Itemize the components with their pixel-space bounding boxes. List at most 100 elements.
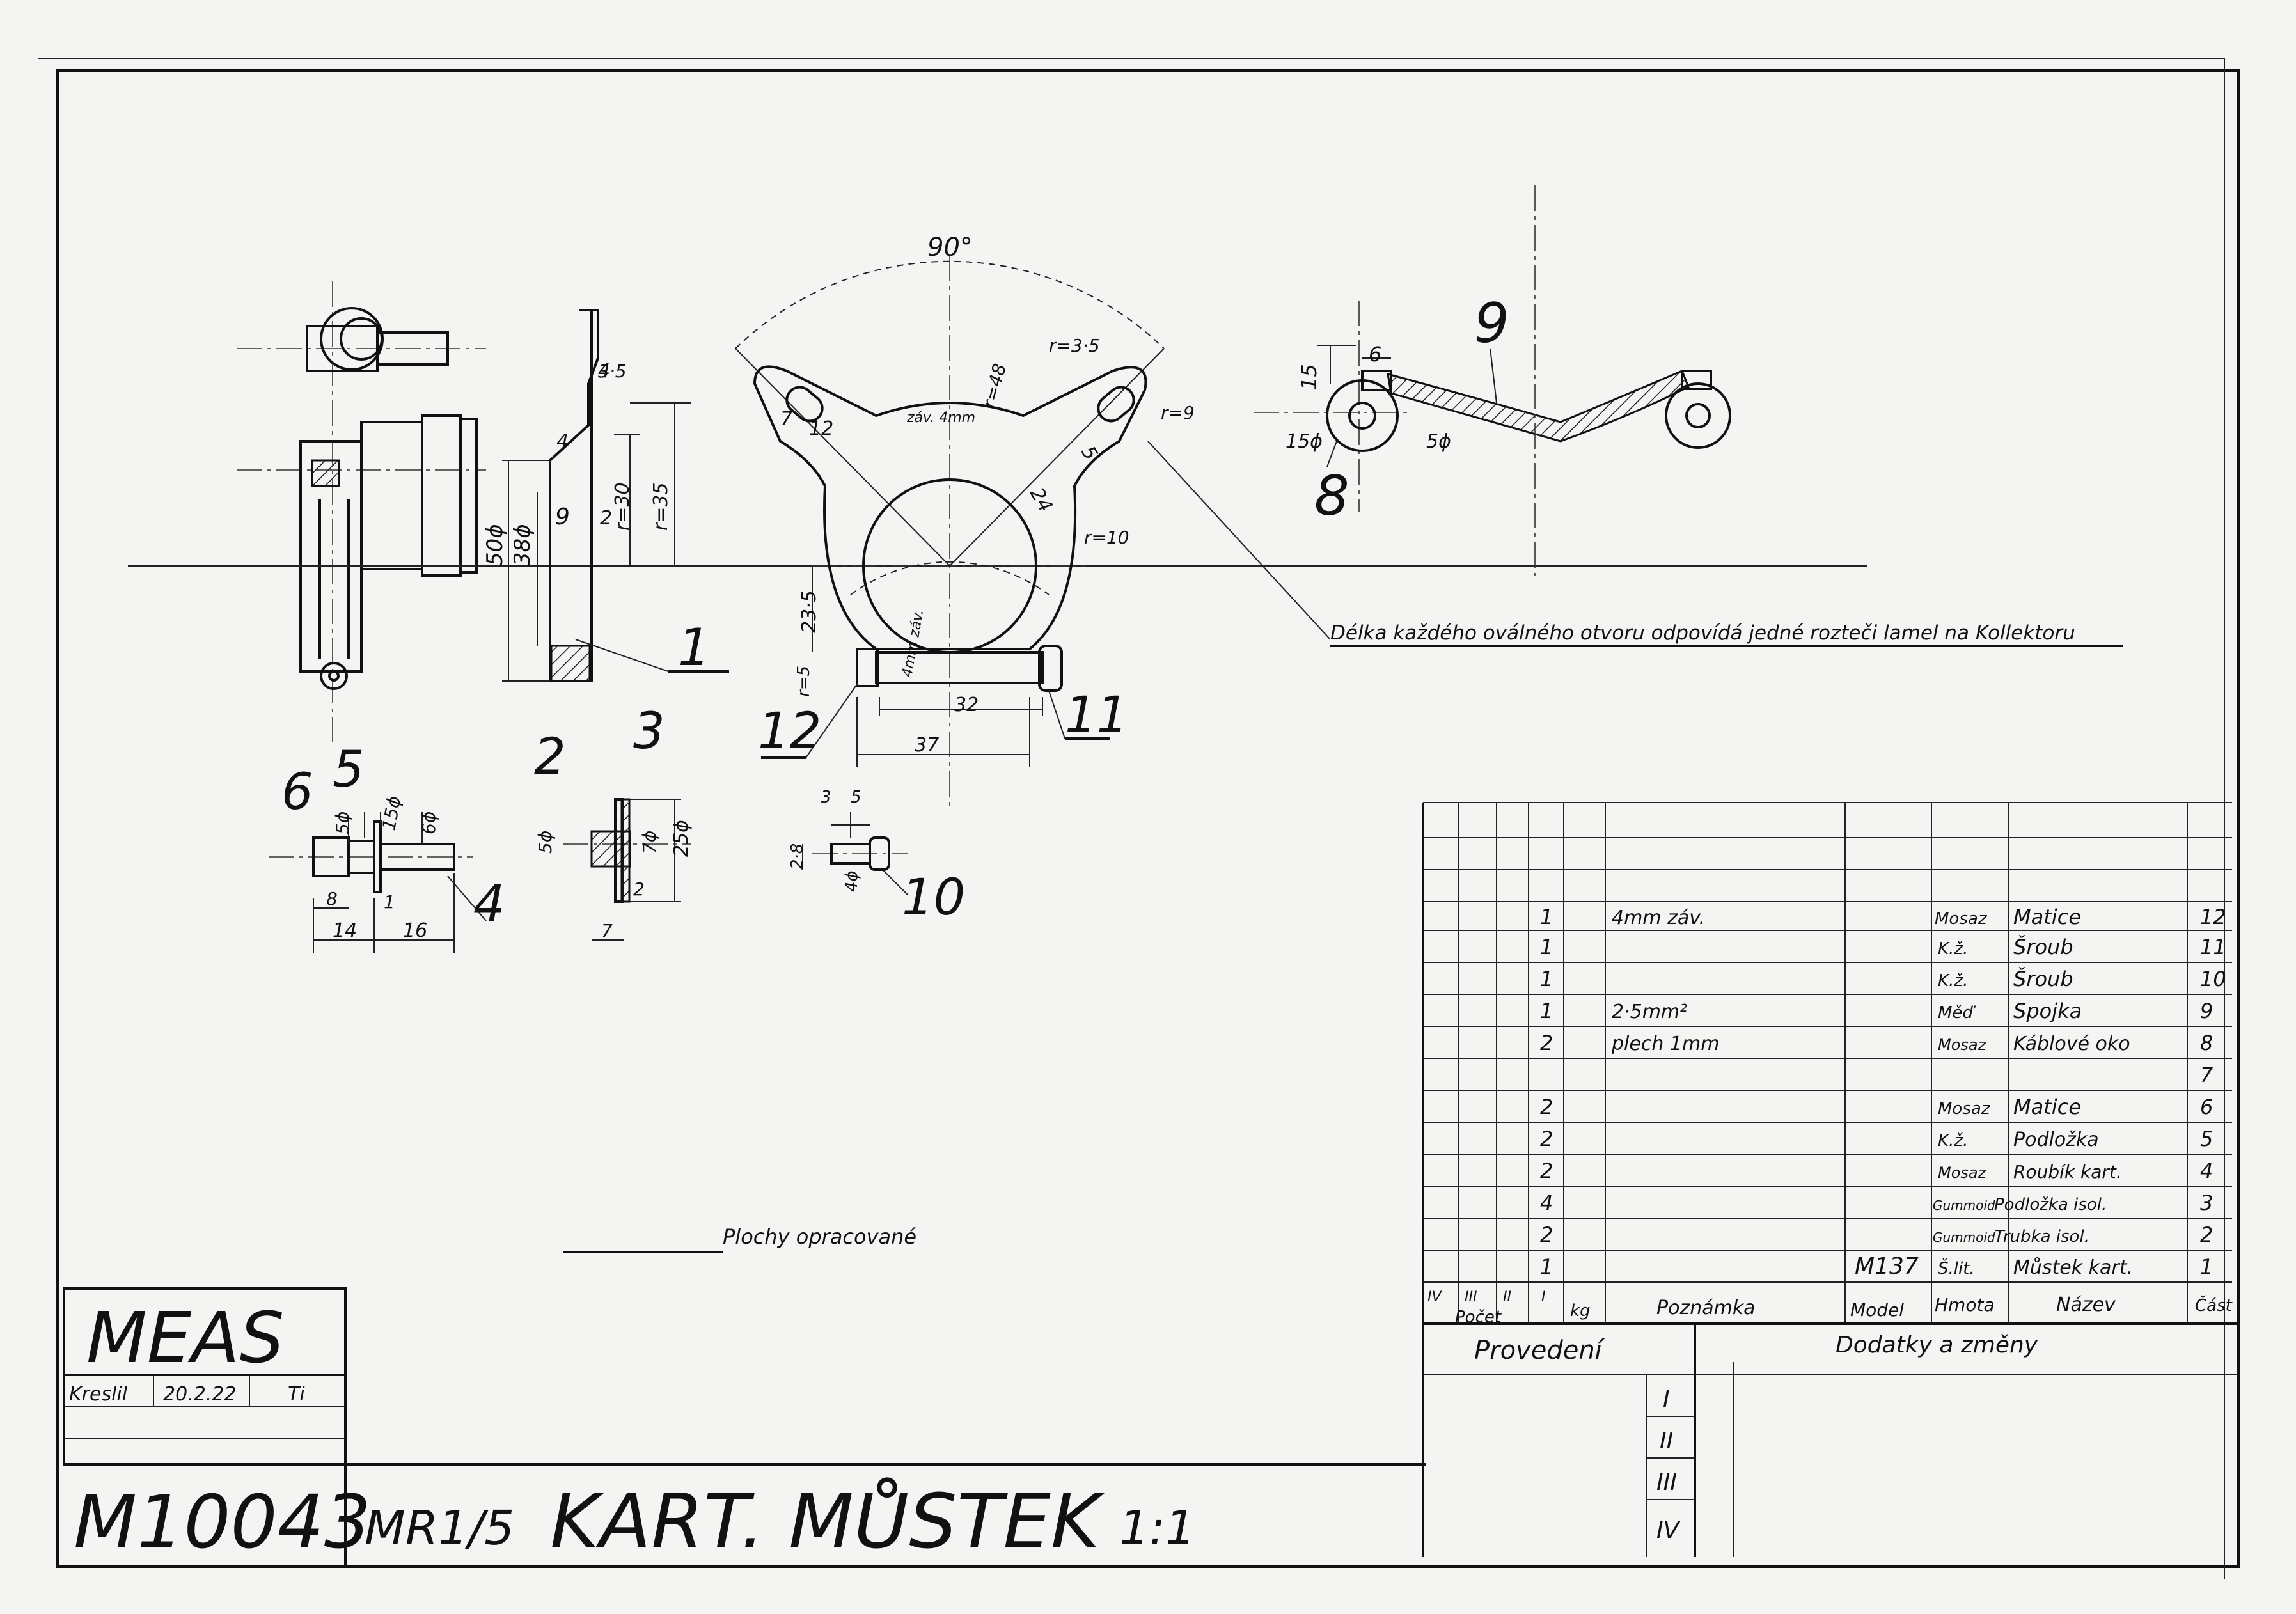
row-10-material: K.ž. (1938, 971, 1968, 991)
row-1-count: 1 (1540, 1255, 1553, 1279)
revision-i: I (1663, 1386, 1670, 1413)
header-roman-iii: III (1465, 1289, 1477, 1305)
row-5-count: 2 (1540, 1127, 1553, 1151)
p10-dim-5: 5 (851, 788, 861, 807)
screw-detail (802, 812, 908, 871)
parts-list-header: IV III II I Počet kg Poznámka Model Hmot… (1427, 1289, 2233, 1327)
header-note: Poznámka (1656, 1297, 1756, 1319)
dim-r10: r=10 (1084, 527, 1129, 548)
connector-view (1254, 185, 1731, 576)
dim-5-dia: 5ϕ (1426, 430, 1451, 453)
tube-detail (563, 798, 691, 941)
row-3-count: 4 (1540, 1191, 1553, 1215)
row-10-name: Šroub (2013, 966, 2073, 991)
drawing-number: M10043 (74, 1480, 371, 1565)
p6-dim-14: 14 (333, 920, 357, 942)
drawing-scale: 1:1 (1119, 1501, 1195, 1556)
dim-r35: r=35 (650, 482, 672, 531)
dim-37: 37 (915, 734, 939, 756)
thread-note-side: 4mm záv. (899, 608, 927, 678)
p6-dim-1: 1 (384, 891, 395, 913)
dim-3-5: 3·5 (598, 361, 627, 382)
p2-5-dia: 5ϕ (535, 831, 556, 854)
assembly-side-view (128, 281, 1867, 742)
row-1-model: M137 (1855, 1253, 1919, 1280)
balloon-part-12: 12 (758, 703, 821, 760)
balloon-part-5: 5 (333, 741, 365, 799)
balloon-part-11: 11 (1065, 687, 1128, 744)
balloon-part-8: 8 (1314, 464, 1349, 528)
dim-38-dia: 38ϕ (510, 524, 535, 566)
revision-iii: III (1656, 1469, 1677, 1496)
row-11-count: 1 (1540, 935, 1553, 959)
row-12-part: 12 (2200, 905, 2226, 929)
balloon-part-3: 3 (633, 703, 665, 760)
header-roman-ii: II (1503, 1289, 1511, 1305)
row-2-name: Trubka isol. (1994, 1227, 2089, 1246)
execution-label: Provedení (1474, 1336, 1605, 1365)
row-12-material: Mosaz (1935, 909, 1988, 928)
row-12-note: 4mm záv. (1612, 907, 1705, 929)
balloon-part-9: 9 (1474, 292, 1509, 356)
row-8-note: plech 1mm (1611, 1033, 1719, 1055)
dim-7: 7 (780, 408, 792, 430)
row-12-name: Matice (2013, 905, 2081, 929)
oval-hole-note: Délka každého oválného otvoru odpovídá j… (1330, 622, 2075, 645)
dim-24: 24 (1025, 484, 1057, 517)
row-2-part: 2 (2200, 1223, 2213, 1247)
balloon-part-6: 6 (281, 764, 313, 821)
p2-25-dia: 25ϕ (670, 820, 693, 857)
drawing-title: KART. MŮSTEK (550, 1477, 1106, 1565)
revision-ii: II (1660, 1428, 1673, 1454)
row-9-material: Měď (1938, 1003, 1976, 1022)
thread-note-top: záv. 4mm (906, 410, 975, 426)
row-5-material: K.ž. (1938, 1131, 1968, 1150)
row-3-material: Gummoid (1933, 1198, 1995, 1213)
row-4-count: 2 (1540, 1159, 1553, 1183)
row-11-material: K.ž. (1938, 939, 1968, 959)
drawn-initials: Ti (288, 1383, 305, 1406)
header-roman-iv: IV (1427, 1289, 1442, 1305)
drawn-by-label: Kreslil (69, 1383, 128, 1406)
dim-9: 9 (555, 504, 570, 530)
dim-12: 12 (809, 418, 833, 440)
row-4-name: Roubík kart. (2013, 1161, 2122, 1182)
title-block (63, 1287, 1426, 1567)
parts-list-table (1422, 802, 2238, 1557)
dim-50-dia: 50ϕ (482, 524, 508, 566)
row-11-name: Šroub (2013, 934, 2073, 959)
row-9-note: 2·5mm² (1612, 1001, 1687, 1023)
row-1-part: 1 (2200, 1255, 2213, 1279)
row-10-part: 10 (2200, 967, 2226, 991)
dim-15-dia: 15ϕ (1286, 430, 1323, 453)
p2-7-dia: 7ϕ (639, 831, 660, 854)
dim-5: 5 (1076, 443, 1102, 464)
dim-32: 32 (954, 694, 979, 716)
revisions-block: Provedení Dodatky a změny I II III IV (1474, 1332, 2038, 1544)
p10-dim-3: 3 (821, 788, 831, 807)
row-2-material: Gummoid (1933, 1230, 1995, 1245)
stud-detail (269, 812, 473, 953)
dim-15: 15 (1297, 364, 1321, 390)
row-6-material: Mosaz (1938, 1099, 1991, 1118)
dim-r5: r=5 (794, 666, 814, 697)
row-5-name: Podložka (2013, 1129, 2099, 1151)
dim-90-deg: 90° (927, 233, 973, 262)
row-4-part: 4 (2200, 1159, 2213, 1183)
outer-frame (56, 69, 2240, 1568)
surface-note: Plochy opracované (723, 1225, 916, 1249)
header-kg: kg (1570, 1301, 1591, 1320)
p10-dim-2-8: 2·8 (788, 843, 807, 870)
dim-6: 6 (1369, 342, 1381, 366)
row-9-count: 1 (1540, 999, 1553, 1023)
row-5-part: 5 (2200, 1127, 2213, 1151)
row-8-part: 8 (2200, 1031, 2213, 1055)
row-9-name: Spojka (2013, 999, 2082, 1023)
p2-dim-2: 2 (633, 879, 645, 900)
row-1-material: Š.lit. (1938, 1258, 1975, 1278)
type-code: MR1/5 (365, 1501, 514, 1556)
header-part: Část (2195, 1295, 2233, 1315)
row-2-count: 2 (1540, 1223, 1553, 1247)
